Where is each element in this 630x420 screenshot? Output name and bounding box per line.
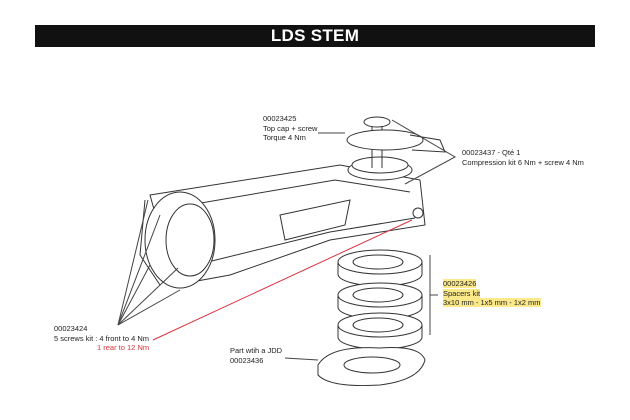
spacers: [337, 249, 423, 350]
compression-kit-label: 00023437 - Qté 1 Compression kit 6 Nm + …: [462, 148, 584, 167]
top-cap: [346, 116, 446, 174]
title-bar: LDS STEM: [35, 25, 595, 47]
jdd-part: [317, 347, 426, 387]
top-cap-label: 00023425 Top cap + screw Torque 4 Nm: [263, 114, 318, 142]
leader-lines: [117, 119, 457, 361]
page-title: LDS STEM: [270, 26, 360, 45]
screws-kit-label: 00023424 5 screws kit : 4 front to 4 Nm …: [54, 324, 150, 352]
spacers-kit-label: 00023426 Spacers kit 3x10 mm - 1x5 mm - …: [443, 279, 541, 307]
stem-body: [139, 159, 426, 289]
jdd-part-label: Part wtih a JDD 00023436: [230, 346, 283, 365]
